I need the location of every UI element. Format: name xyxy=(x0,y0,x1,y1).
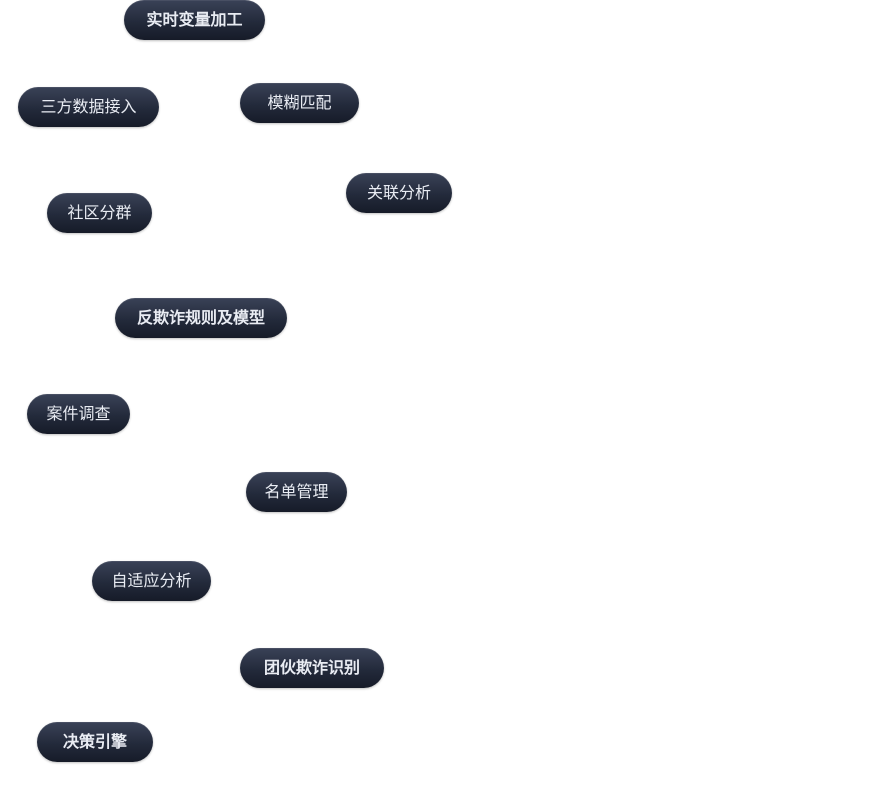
tag-gang-fraud-detection[interactable]: 团伙欺诈识别 xyxy=(240,648,384,688)
tag-community-clustering[interactable]: 社区分群 xyxy=(47,193,152,233)
tag-case-investigation[interactable]: 案件调查 xyxy=(27,394,130,434)
tag-third-party-data-access[interactable]: 三方数据接入 xyxy=(18,87,159,127)
tag-decision-engine[interactable]: 决策引擎 xyxy=(37,722,153,762)
tag-fuzzy-matching[interactable]: 模糊匹配 xyxy=(240,83,359,123)
tag-association-analysis[interactable]: 关联分析 xyxy=(346,173,452,213)
tag-realtime-variable-processing[interactable]: 实时变量加工 xyxy=(124,0,265,40)
tag-adaptive-analysis[interactable]: 自适应分析 xyxy=(92,561,211,601)
tag-list-management[interactable]: 名单管理 xyxy=(246,472,347,512)
tag-anti-fraud-rules-models[interactable]: 反欺诈规则及模型 xyxy=(115,298,287,338)
